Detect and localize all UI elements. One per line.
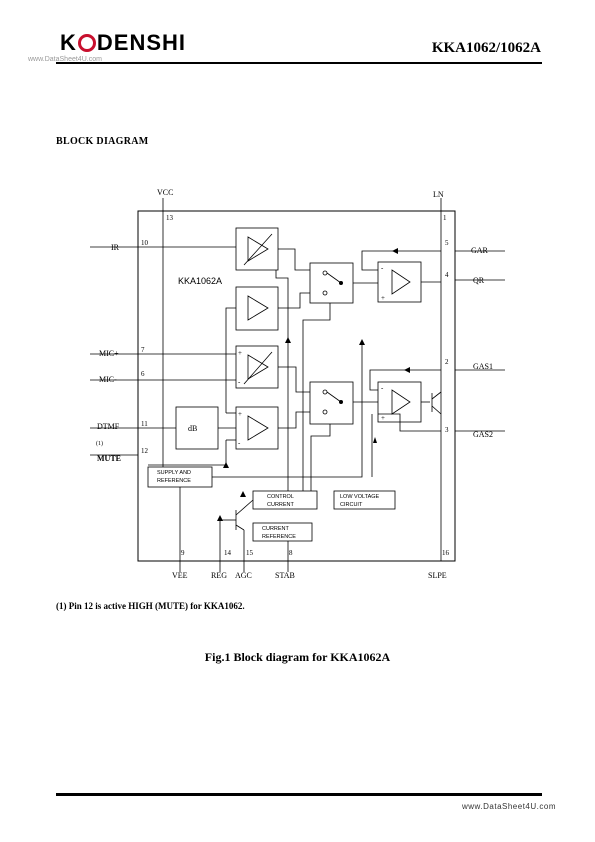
pin-slpe-number: 16 [442,549,450,557]
svg-text:-: - [238,378,241,386]
pin-dtmf-number: 11 [141,420,148,428]
mic-amp-triangle [247,354,269,380]
svg-text:+: + [381,414,385,422]
pin-vee-number: 9 [181,549,185,557]
logo-letter-k: K [60,30,77,55]
pin-mic-plus-number: 7 [141,346,145,354]
db-label: dB [188,424,197,433]
low-voltage-block [333,490,396,510]
ir-amp-triangle [247,236,269,262]
switch1-box [309,262,354,304]
pin-gas1-number: 2 [445,358,449,366]
pin-reg-number: 14 [224,549,232,557]
logo-text: DENSHI [96,30,187,55]
pin-ln-name: LN [433,190,444,199]
header-rule [56,62,542,64]
svg-text:+: + [238,410,242,418]
pin-gas1-name: GAS1 [473,362,493,371]
pin-gas2-number: 3 [445,426,449,434]
current-reference-block [252,522,313,542]
dtmf-amp-box [235,406,279,450]
pin-vee-name: VEE [172,571,188,580]
pin-slpe-name: SLPE [428,571,447,580]
pin-stab-name: STAB [275,571,295,580]
pin-gar-number: 5 [445,239,449,247]
amp2-triangle [247,295,269,321]
supply-line2: REFERENCE [157,478,191,484]
pin-mute-name: MUTE [97,454,121,463]
current-line2: REFERENCE [262,534,296,540]
pin-qr-number: 4 [445,271,449,279]
watermark-top: www.DataSheet4U.com [28,56,102,63]
kodenshi-logo: K DENSHI [60,30,186,56]
pin-stab-number: 8 [289,549,293,557]
pin-ir-number: 10 [141,239,149,247]
watermark-bottom: www.DataSheet4U.com [462,802,556,811]
send-amp-triangle [391,389,411,415]
supply-line1: SUPPLY AND [157,470,191,476]
amp2-box [235,286,279,331]
svg-text:+: + [381,294,385,302]
lowv-line1: LOW VOLTAGE [340,494,380,500]
pin-dtmf-name: DTMF [97,422,120,431]
control-line1: CONTROL [267,494,294,500]
pin-gas2-name: GAS2 [473,430,493,439]
chip-outline [137,210,456,562]
pin-mic-minus-number: 6 [141,370,145,378]
part-number: KKA1062/1062A [431,40,541,56]
pin-qr-name: QR [473,276,485,285]
pin-mic-minus-name: MIC- [99,375,117,384]
footnote: (1) Pin 12 is active HIGH (MUTE) for KKA… [56,601,245,611]
lowv-line2: CIRCUIT [340,502,363,508]
pin-agc-number: 15 [246,549,254,557]
switch2-box [309,381,354,425]
pin-gar-name: GAR [471,246,489,255]
footer-rule [56,793,542,796]
figure-caption: Fig.1 Block diagram for KKA1062A [204,650,391,664]
pin-mute-note: (1) [96,440,103,447]
pin-mute-number: 12 [141,447,149,455]
pin-agc-name: AGC [235,571,252,580]
section-title: BLOCK DIAGRAM [56,136,149,147]
pin-reg-name: REG [211,571,227,580]
svg-text:+: + [238,349,242,357]
control-line2: CURRENT [267,502,295,508]
svg-text:-: - [238,439,241,447]
chip-label: KKA1062A [178,276,222,286]
pin-vcc-number: 13 [166,214,174,222]
pin-ir-name: IR [111,243,120,252]
current-line1: CURRENT [262,526,290,532]
pin-vcc-name: VCC [157,188,173,197]
svg-text:-: - [381,264,384,272]
svg-text:-: - [381,384,384,392]
pin-ln-number: 1 [443,214,447,222]
pin-mic-plus-name: MIC+ [99,349,119,358]
logo-ring-icon [77,34,96,52]
dtmf-amp-triangle [247,415,269,441]
receive-amp-triangle [391,269,411,295]
